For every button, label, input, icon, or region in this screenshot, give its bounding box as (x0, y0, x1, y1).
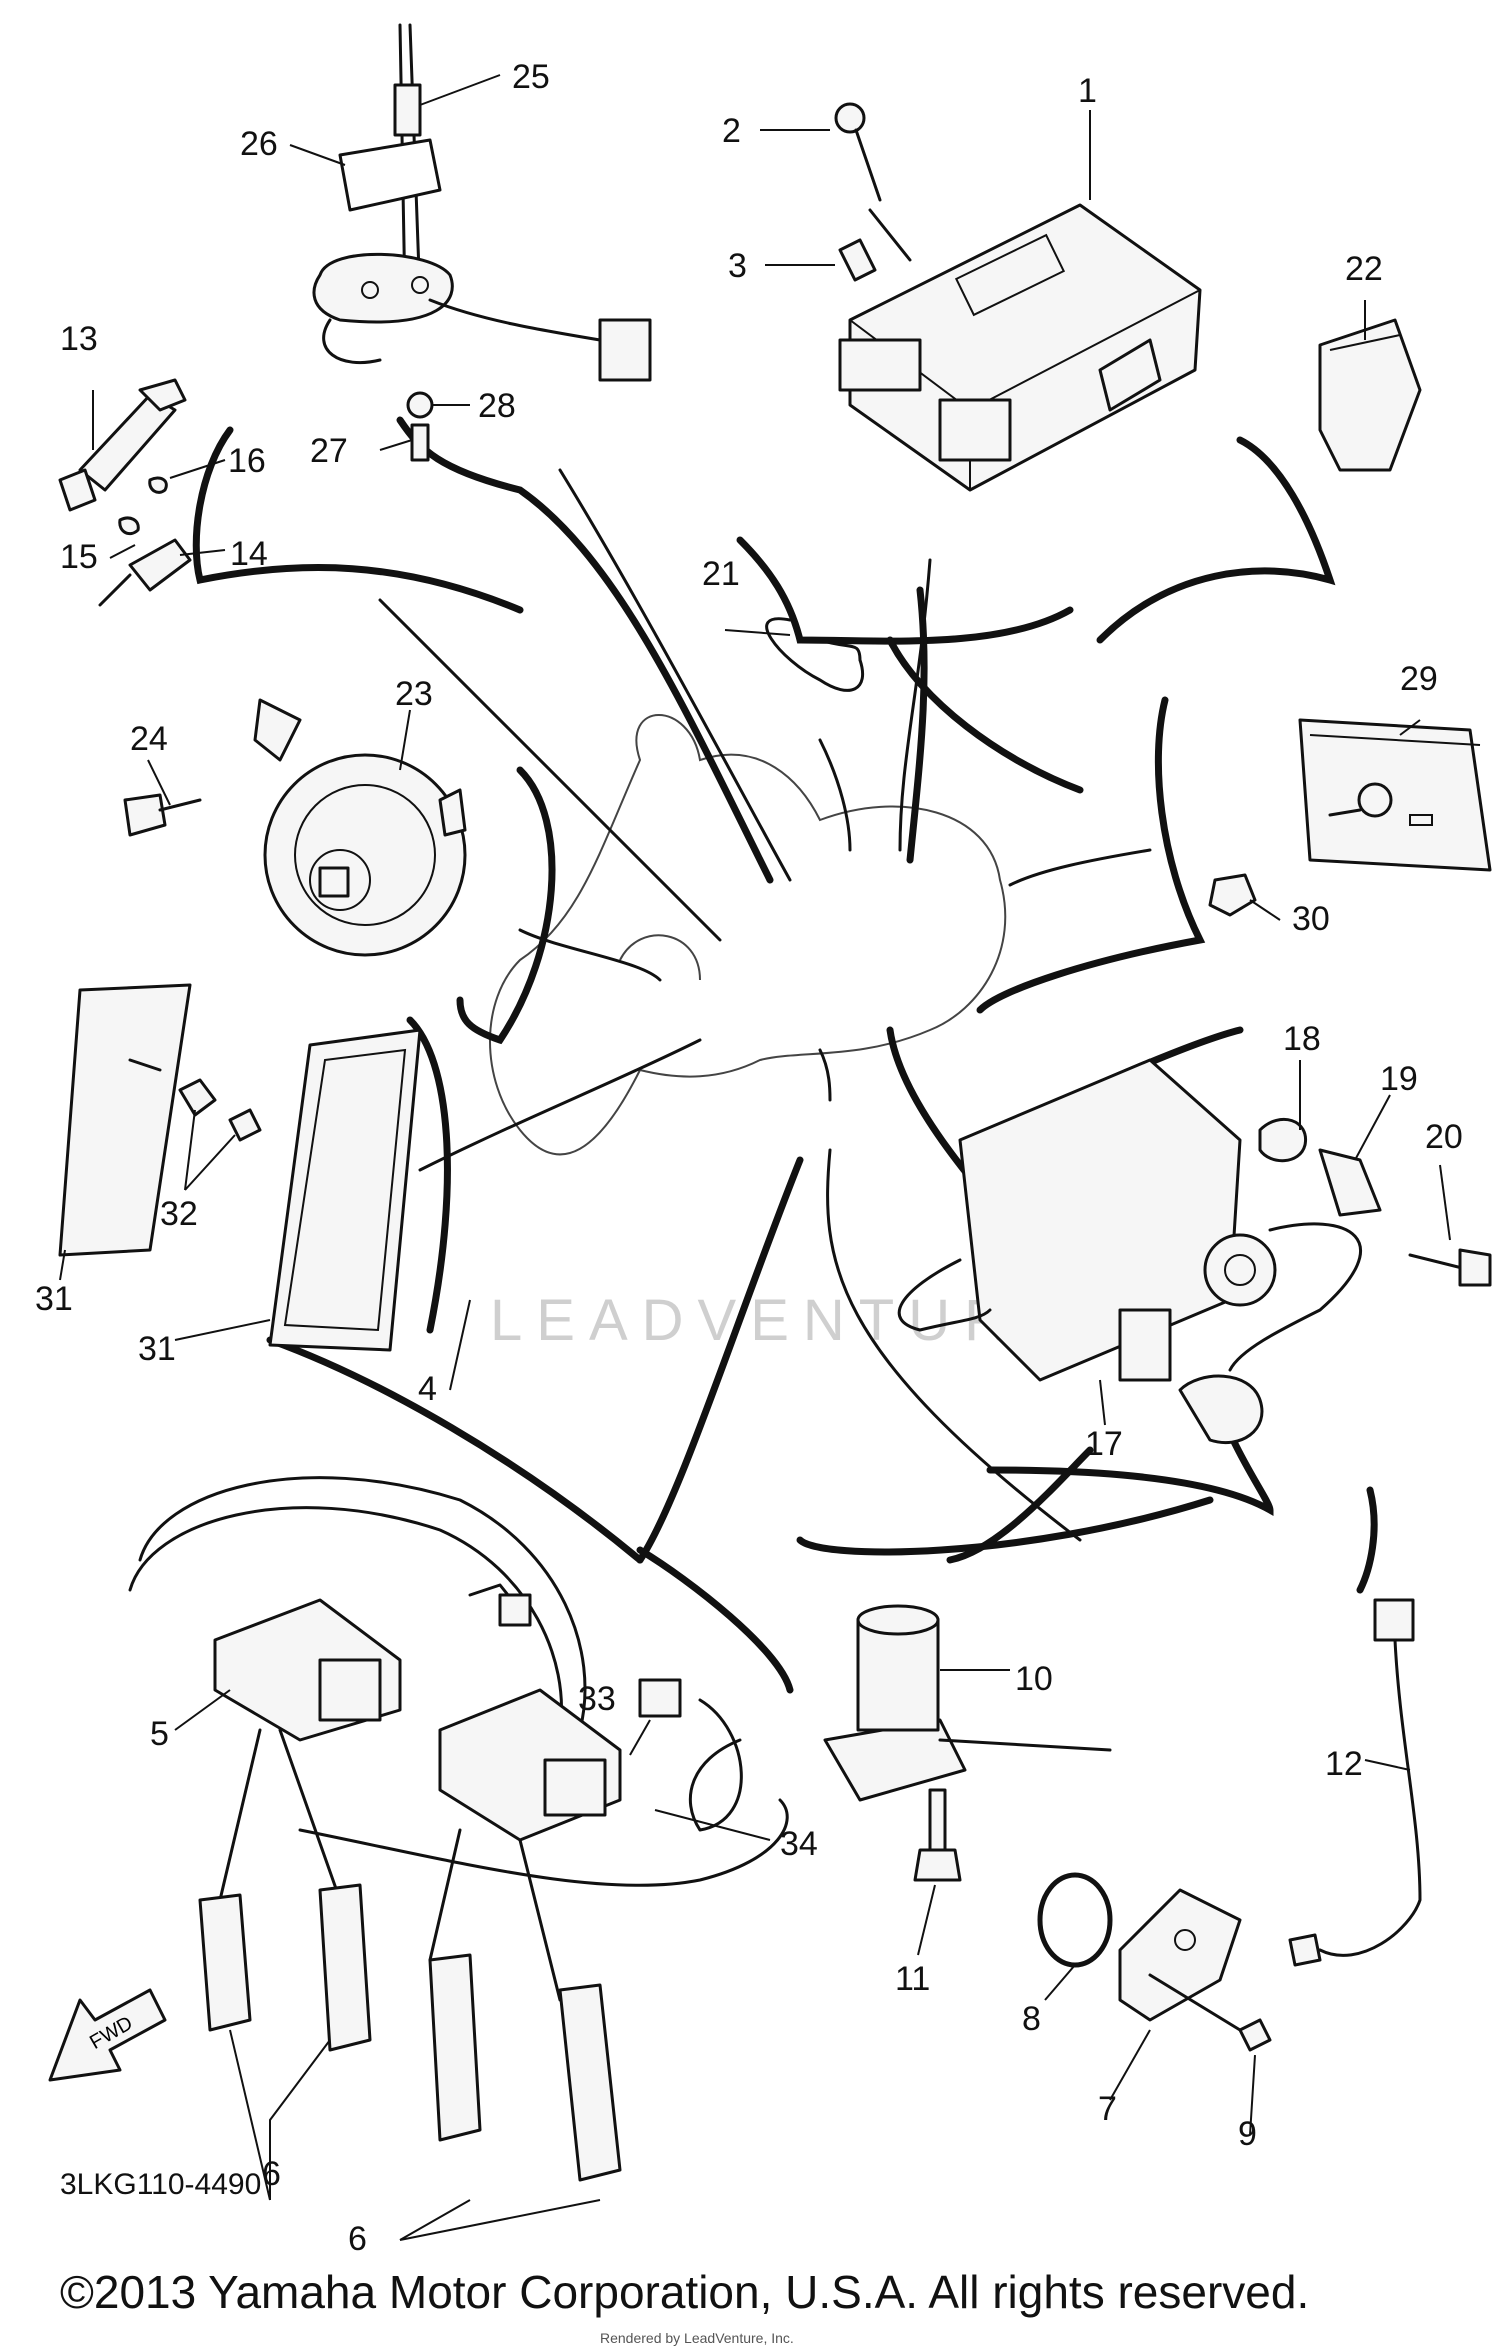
callout-23: 23 (395, 675, 433, 713)
pointer-arrows (378, 468, 1152, 1172)
callout-24: 24 (130, 720, 168, 758)
callout-6b: 6 (348, 2220, 367, 2258)
callout-21: 21 (702, 555, 740, 593)
callout-9: 9 (1238, 2115, 1257, 2153)
callout-12: 12 (1325, 1745, 1363, 1783)
callout-28: 28 (478, 387, 516, 425)
callout-1: 1 (1078, 72, 1097, 110)
callout-29: 29 (1400, 660, 1438, 698)
callout-16: 16 (228, 442, 266, 480)
frame-outline (489, 714, 1007, 1156)
callout-13: 13 (60, 320, 98, 358)
callout-10: 10 (1015, 1660, 1053, 1698)
ecu-unit (838, 203, 1202, 492)
horn-bolt (123, 793, 202, 837)
ignition-coils (128, 1476, 789, 2182)
nut-30 (1208, 873, 1257, 917)
callout-5: 5 (150, 1715, 169, 1753)
callout-27: 27 (310, 432, 348, 470)
footer-stamp: Rendered by LeadVenture, Inc. (600, 2330, 794, 2346)
wire-band (765, 617, 865, 692)
callout-3: 3 (728, 247, 747, 285)
reflector-right (268, 1028, 422, 1352)
solenoid (823, 1604, 1112, 1882)
leader-lines (59, 74, 1451, 2241)
callout-8: 8 (1022, 2000, 1041, 2038)
callout-32: 32 (160, 1195, 198, 1233)
callout-18: 18 (1283, 1020, 1321, 1058)
sensor-lead (1288, 1598, 1422, 1967)
callout-30: 30 (1292, 900, 1330, 938)
callout-25: 25 (512, 58, 550, 96)
callout-6a: 6 (262, 2155, 281, 2193)
callout-19: 19 (1380, 1060, 1418, 1098)
callout-20: 20 (1425, 1118, 1463, 1156)
callout-labels: 1 2 3 4 5 6 6 7 8 9 10 11 12 13 14 15 16… (35, 58, 1463, 2258)
relay-22 (1318, 318, 1422, 472)
callout-17: 17 (1085, 1425, 1123, 1463)
ecu-bolt (834, 102, 912, 282)
callout-7: 7 (1098, 2090, 1117, 2128)
diagram-code: 3LKG110-4490 (60, 2168, 262, 2201)
callout-31a: 31 (35, 1280, 73, 1318)
callout-15: 15 (60, 538, 98, 576)
callout-26: 26 (240, 125, 278, 163)
callout-31b: 31 (138, 1330, 176, 1368)
callout-2: 2 (722, 112, 741, 150)
servo-motor (897, 1058, 1492, 1445)
horn (253, 698, 467, 957)
callout-14: 14 (230, 535, 268, 573)
copyright-notice: ©2013 Yamaha Motor Corporation, U.S.A. A… (60, 2266, 1310, 2318)
callout-33: 33 (578, 1680, 616, 1718)
fuel-sender (312, 23, 652, 462)
thermo-switches (58, 378, 192, 607)
callout-4: 4 (418, 1370, 437, 1408)
callout-34: 34 (780, 1825, 818, 1863)
callout-11: 11 (895, 1960, 930, 1998)
callout-22: 22 (1345, 250, 1383, 288)
forward-arrow: FWD (48, 1988, 167, 2082)
sensor-cover (1037, 1872, 1272, 2052)
reflector-left (58, 983, 262, 1257)
rectifier-plate (1298, 718, 1492, 872)
